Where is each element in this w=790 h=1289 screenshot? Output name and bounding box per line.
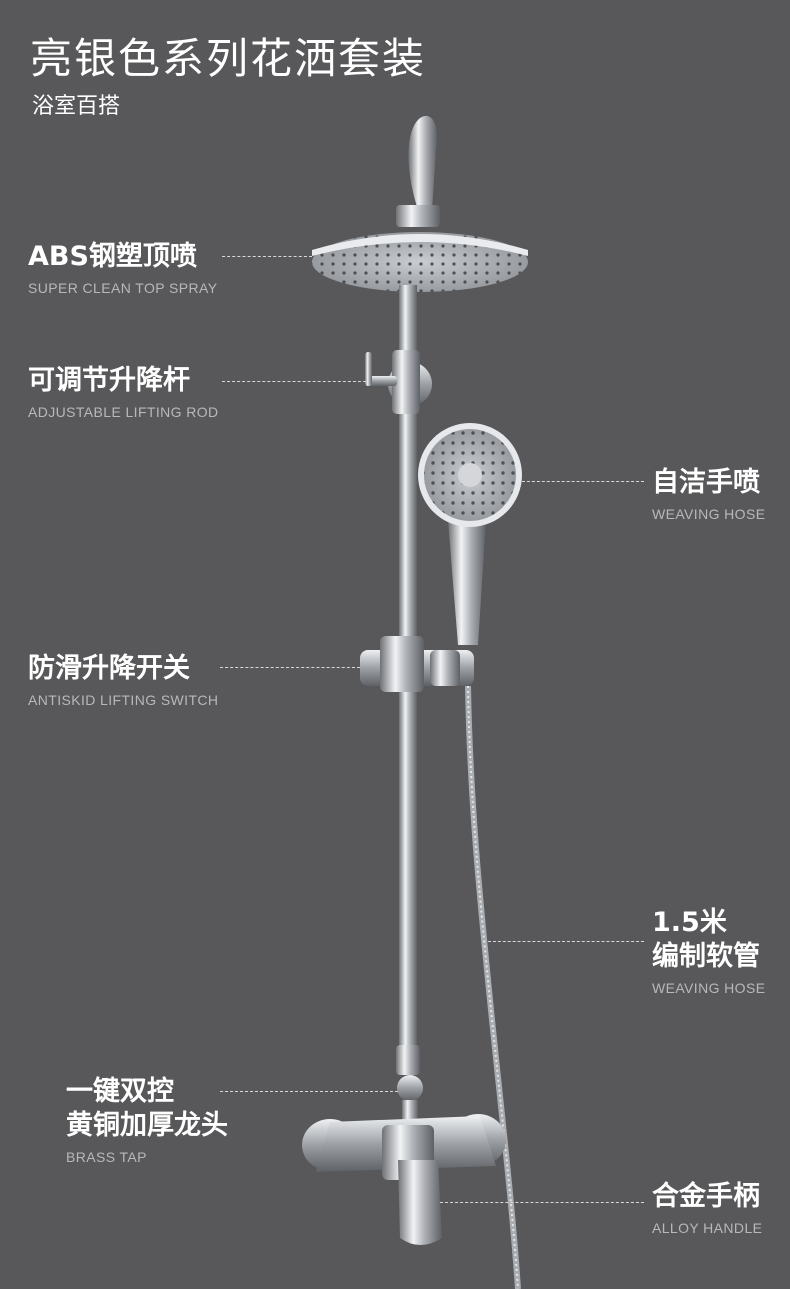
feature-tap-cn-line1: 一键双控 <box>66 1076 174 1107</box>
feature-tap: 一键双控 黄铜加厚龙头 BRASS TAP <box>66 1075 228 1165</box>
feature-top-spray-cn: ABS钢塑顶喷 <box>28 241 197 272</box>
feature-hose-en: WEAVING HOSE <box>652 979 766 996</box>
page-title: 亮银色系列花洒套装 <box>30 34 427 83</box>
leader-hose <box>488 941 644 942</box>
feature-tap-en: BRASS TAP <box>66 1148 147 1165</box>
feature-hose-cn-line2: 编制软管 <box>652 940 760 972</box>
feature-lifting-rod: 可调节升降杆 ADJUSTABLE LIFTING ROD <box>28 364 219 420</box>
feature-tap-cn-line2: 黄铜加厚龙头 <box>66 1109 228 1141</box>
top-spray-head <box>312 232 528 292</box>
feature-handle: 合金手柄 ALLOY HANDLE <box>652 1180 762 1236</box>
mixer-tap-body <box>302 1114 506 1180</box>
leader-lift-switch <box>220 667 360 668</box>
diverter <box>396 1045 423 1126</box>
braided-hose <box>465 685 521 1289</box>
upper-wall-bracket <box>365 350 432 414</box>
feature-handle-en: ALLOY HANDLE <box>652 1219 763 1236</box>
feature-top-spray: ABS钢塑顶喷 SUPER CLEAN TOP SPRAY <box>28 240 217 296</box>
feature-top-spray-en: SUPER CLEAN TOP SPRAY <box>28 279 218 296</box>
leader-handle <box>440 1202 644 1203</box>
hand-shower <box>418 423 522 645</box>
feature-lift-switch-cn: 防滑升降开关 <box>28 653 190 684</box>
feature-lifting-rod-en: ADJUSTABLE LIFTING ROD <box>28 403 219 420</box>
feature-hand-spray-en: WEAVING HOSE <box>652 505 766 522</box>
leader-lifting-rod <box>222 381 366 382</box>
feature-hose-cn-line1: 1.5米 <box>652 907 727 938</box>
lifting-switch-slider <box>360 636 474 692</box>
feature-hose: 1.5米 编制软管 WEAVING HOSE <box>652 906 765 996</box>
alloy-handle <box>398 1160 442 1245</box>
feature-hand-spray: 自洁手喷 WEAVING HOSE <box>652 466 765 522</box>
gooseneck-arm <box>396 115 440 227</box>
leader-tap <box>220 1091 398 1092</box>
feature-lifting-rod-cn: 可调节升降杆 <box>28 365 190 396</box>
leader-top-spray <box>222 256 312 257</box>
feature-lift-switch-en: ANTISKID LIFTING SWITCH <box>28 691 219 708</box>
feature-hand-spray-cn: 自洁手喷 <box>652 467 760 498</box>
leader-hand-spray <box>522 481 644 482</box>
feature-lift-switch: 防滑升降开关 ANTISKID LIFTING SWITCH <box>28 652 218 708</box>
page-subtitle: 浴室百搭 <box>32 94 121 119</box>
feature-handle-cn: 合金手柄 <box>652 1181 760 1212</box>
